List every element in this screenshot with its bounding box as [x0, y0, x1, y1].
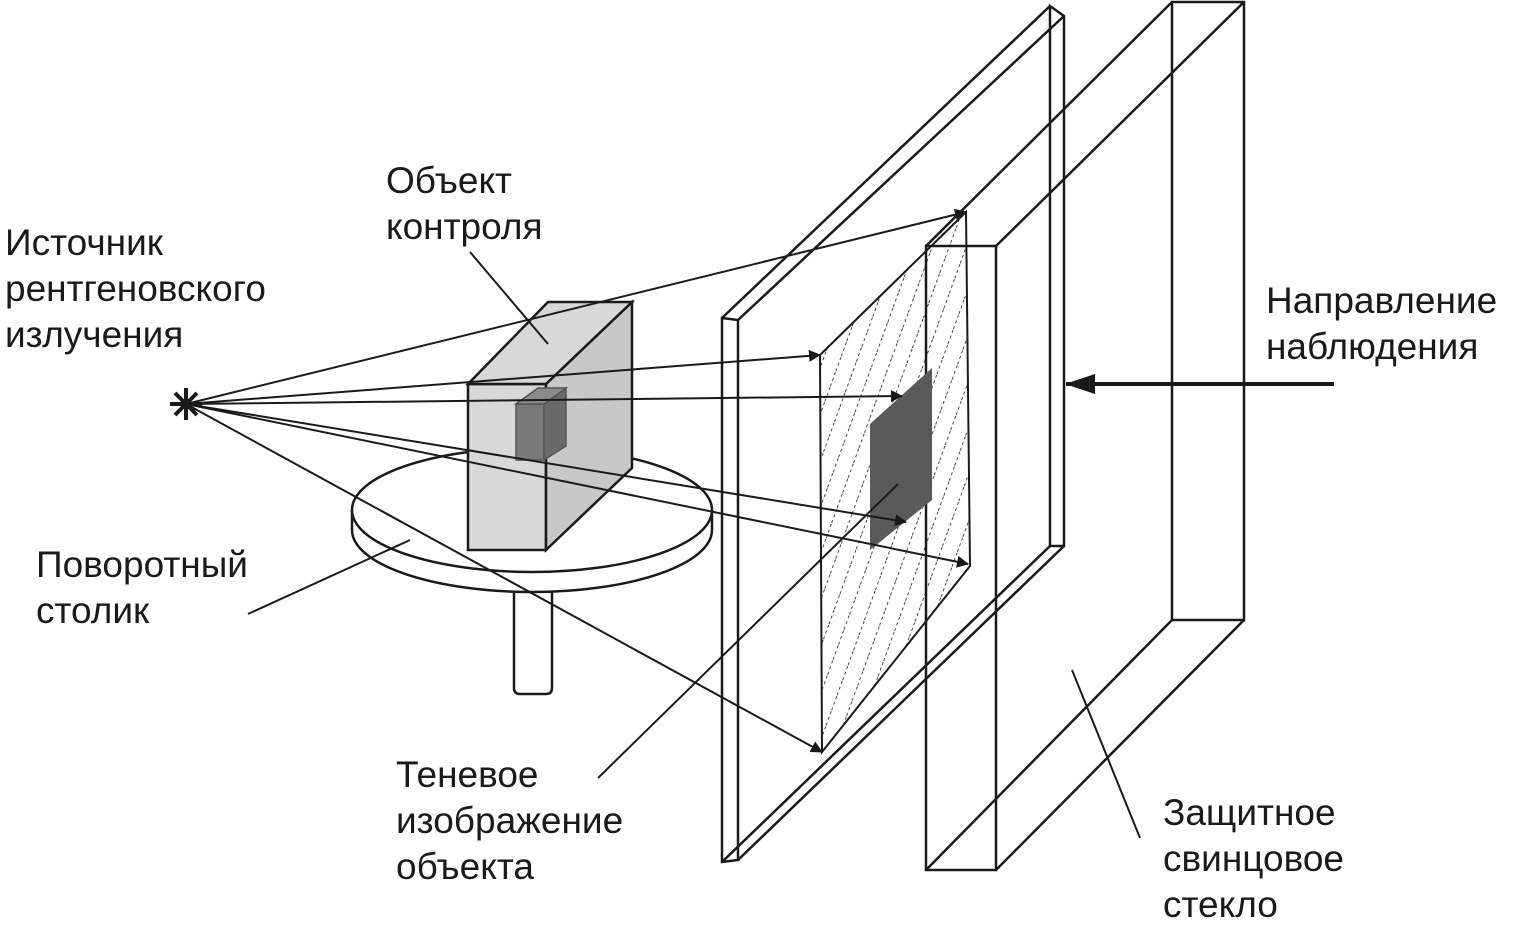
leader-lines — [247, 251, 1141, 839]
lead-glass — [924, 0, 1246, 872]
image-screen — [720, 3, 1066, 864]
label-source: Источник рентгеновского излучения — [5, 222, 266, 355]
defect-shadow — [870, 368, 932, 550]
label-direction: Направление наблюдения — [1266, 280, 1498, 367]
label-table: Поворотный столик — [36, 544, 248, 631]
inspected-object — [465, 299, 636, 553]
xray-beams — [185, 208, 969, 753]
label-object: Объект контроля — [386, 160, 543, 247]
internal-defect — [515, 403, 545, 461]
asterisk-burst-icon — [170, 388, 202, 420]
label-shadow: Теневое изображение объекта — [396, 754, 624, 887]
label-glass: Защитное свинцовое стекло — [1163, 792, 1345, 925]
